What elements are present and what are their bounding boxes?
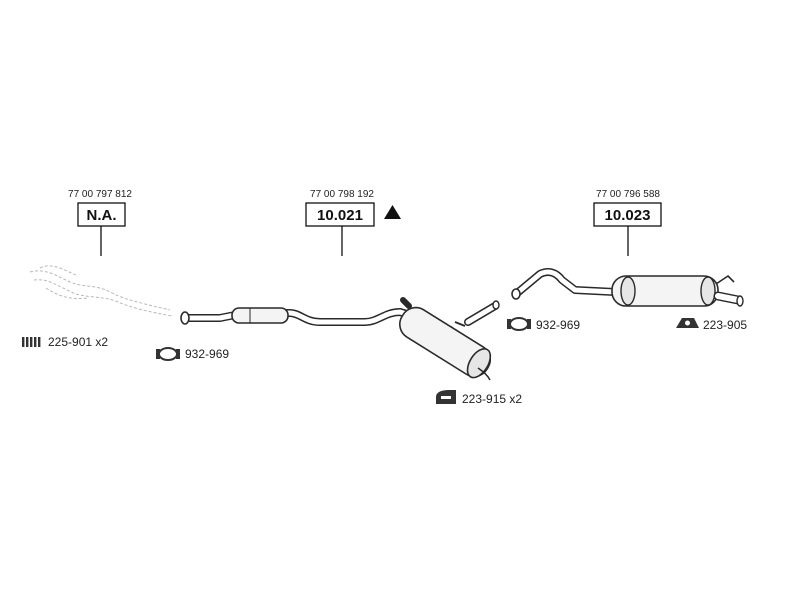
rear-muffler — [611, 275, 719, 307]
rear-section-group: 77 00 796 588 10.023 — [511, 189, 744, 307]
spring-icon — [22, 337, 41, 347]
accessory-mount: 223-905 — [676, 318, 747, 332]
accessory-label: 223-905 — [703, 318, 747, 332]
middle-section-group: 77 00 798 192 10.021 — [180, 189, 500, 381]
middle-code: 10.021 — [317, 207, 363, 224]
rear-part-number: 77 00 796 588 — [596, 189, 660, 200]
rear-code: 10.023 — [605, 207, 651, 224]
middle-part-number: 77 00 798 192 — [310, 189, 374, 200]
front-code: N.A. — [87, 207, 117, 224]
accessory-label: 225-901 x2 — [48, 335, 108, 349]
middle-code-box — [305, 202, 375, 227]
accessory-rubber-hanger: 223-915 x2 — [436, 390, 522, 406]
warning-triangle-icon — [384, 205, 401, 219]
accessory-label: 932-969 — [185, 347, 229, 361]
clamp-icon — [156, 347, 180, 361]
front-part-number: 77 00 797 812 — [68, 189, 132, 200]
accessory-spring: 225-901 x2 — [22, 335, 108, 349]
center-pipe-drawing — [180, 297, 500, 381]
accessory-clamp-left: 932-969 — [156, 347, 229, 361]
center-resonator — [231, 307, 289, 324]
middle-muffler — [398, 306, 492, 379]
accessory-label: 932-969 — [536, 318, 580, 332]
rear-muffler-drawing — [511, 268, 744, 307]
front-pipe-ghost — [29, 265, 173, 317]
accessory-label: 223-915 x2 — [462, 392, 522, 406]
accessory-clamp-right: 932-969 — [507, 317, 580, 332]
clamp-icon — [507, 317, 531, 331]
front-section-group: 77 00 797 812 N.A. — [29, 189, 173, 317]
mount-bracket-icon — [676, 318, 699, 328]
rubber-hanger-icon — [436, 390, 456, 404]
